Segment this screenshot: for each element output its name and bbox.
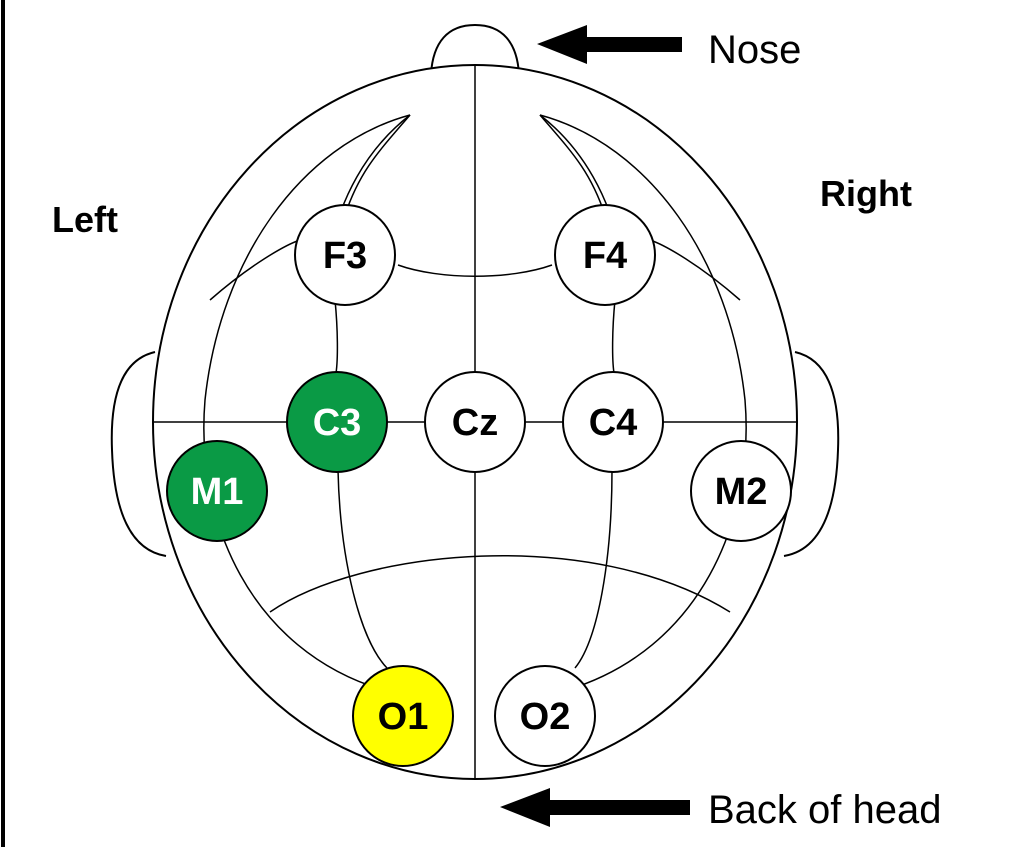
electrode-f3 (294, 204, 396, 306)
electrode-m1 (166, 440, 268, 542)
electrode-label-f4: F4 (583, 235, 627, 277)
left-inner-ring (203, 114, 411, 691)
electrode-label-m1: M1 (191, 471, 244, 513)
right-inner-ring (539, 114, 747, 691)
electrode-m2 (690, 440, 792, 542)
electrode-c4 (562, 371, 664, 473)
occipital-arc (269, 555, 731, 613)
electrode-f4 (554, 204, 656, 306)
right-ear (783, 351, 840, 557)
electrode-label-c3: C3 (313, 402, 362, 444)
left-label: Left (52, 199, 118, 240)
electrode-label-o1: O1 (378, 696, 429, 738)
electrode-label-c4: C4 (589, 402, 638, 444)
frontal-arc (397, 264, 553, 277)
electrode-c3 (286, 371, 388, 473)
electrode-label-m2: M2 (715, 471, 768, 513)
back-arrow-icon (500, 788, 690, 827)
nose-label: Nose (708, 28, 801, 72)
right-label: Right (820, 173, 912, 214)
electrode-label-o2: O2 (520, 696, 571, 738)
nose-shape (430, 23, 520, 75)
left-ear (110, 351, 167, 557)
nose-arrow-icon (537, 25, 682, 64)
electrode-label-f3: F3 (323, 235, 367, 277)
electrode-o2 (494, 665, 596, 767)
back-of-head-label: Back of head (708, 788, 942, 832)
electrode-label-cz: Cz (452, 402, 498, 444)
electrode-o1 (352, 665, 454, 767)
electrode-cz (424, 371, 526, 473)
